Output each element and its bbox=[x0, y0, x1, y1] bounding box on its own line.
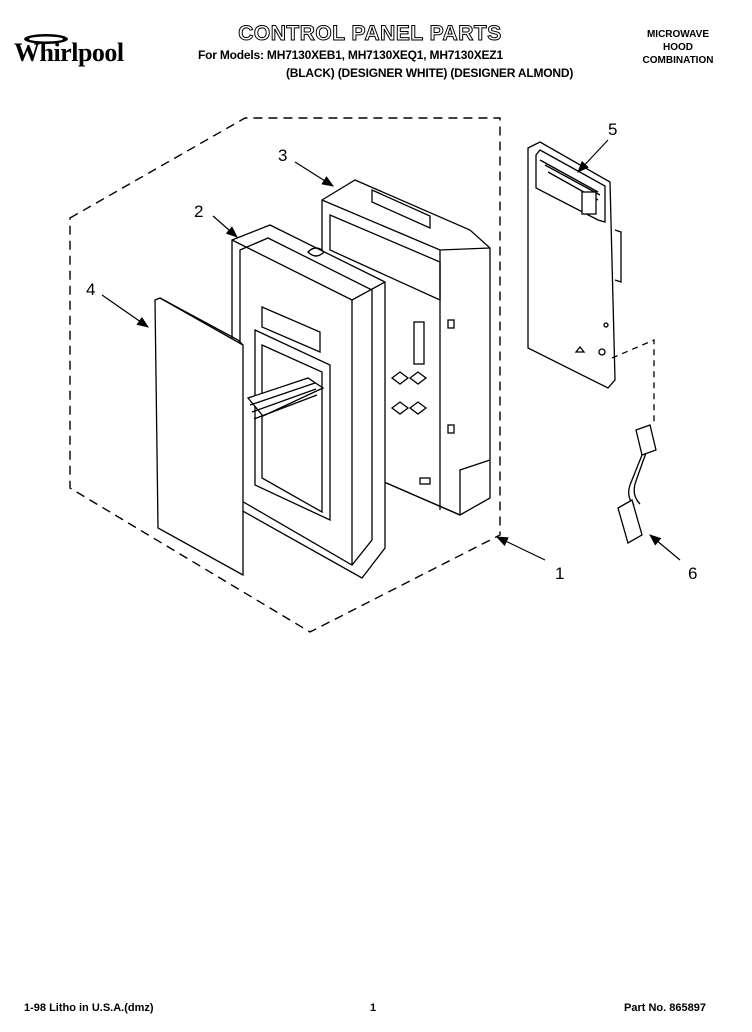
page-title: CONTROL PANEL PARTS bbox=[238, 22, 502, 46]
leader-part-3 bbox=[294, 161, 335, 187]
litho-note: 1-98 Litho in U.S.A.(dmz) bbox=[24, 1002, 154, 1014]
leader-part-5 bbox=[577, 139, 609, 173]
callout-part-2: 2 bbox=[194, 202, 204, 221]
product-line-3: COMBINATION bbox=[642, 55, 714, 66]
product-line-1: MICROWAVE bbox=[646, 29, 710, 40]
control-board-part-5 bbox=[527, 141, 622, 389]
brand-wordmark: Whirlpool bbox=[14, 38, 124, 67]
leader-arrows bbox=[101, 139, 681, 561]
product-type: MICROWAVE HOOD COMBINATION bbox=[628, 28, 728, 67]
assembly-outline bbox=[69, 117, 501, 633]
callout-part-1: 1 bbox=[555, 564, 565, 583]
product-line-2: HOOD bbox=[663, 42, 693, 53]
page-number: 1 bbox=[370, 1002, 377, 1014]
part-number: Part No. 865897 bbox=[624, 1002, 706, 1014]
whirlpool-logo bbox=[24, 34, 68, 44]
leader-part-1 bbox=[495, 536, 546, 561]
colors-line: (BLACK) (DESIGNER WHITE) (DESIGNER ALMON… bbox=[286, 66, 574, 80]
callout-part-6: 6 bbox=[688, 564, 698, 583]
leader-part-2 bbox=[212, 215, 238, 238]
control-bezel-part-2 bbox=[231, 224, 386, 579]
wire-harness-part-6 bbox=[611, 339, 657, 544]
membrane-overlay-part-4 bbox=[154, 297, 244, 577]
leader-part-6 bbox=[649, 534, 681, 561]
callout-part-4: 4 bbox=[86, 280, 96, 299]
models-line: For Models: MH7130XEB1, MH7130XEQ1, MH71… bbox=[198, 48, 503, 62]
callout-part-5: 5 bbox=[608, 120, 618, 139]
leader-part-4 bbox=[101, 294, 149, 328]
callout-part-3: 3 bbox=[278, 146, 288, 165]
